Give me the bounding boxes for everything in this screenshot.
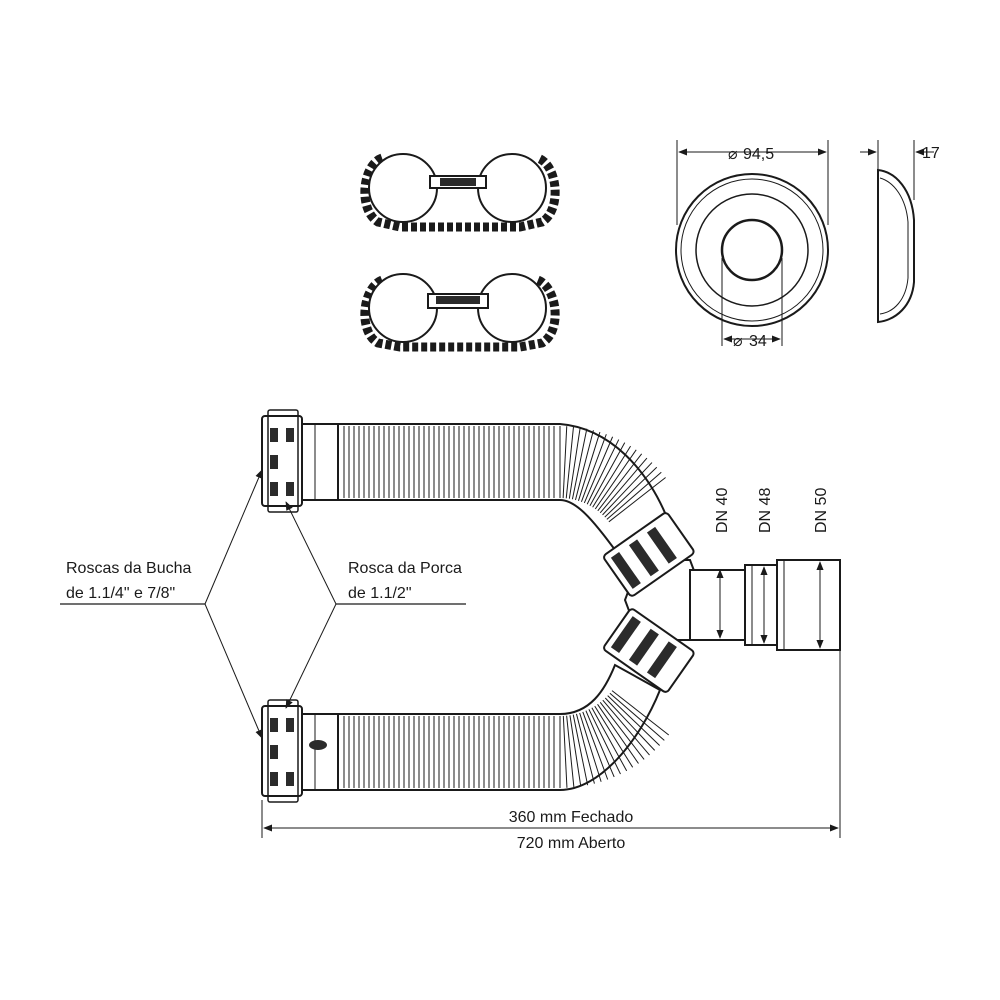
nut-thread-callout: Rosca da Porca de 1.1/2"	[285, 501, 466, 709]
hose-rib	[585, 710, 615, 778]
hose-rib	[604, 466, 658, 518]
bushing-callout-line1: Roscas da Bucha	[66, 560, 192, 577]
dn48-label: DN 48	[757, 488, 774, 533]
hose-rib	[602, 462, 653, 516]
hose-rib	[611, 690, 670, 736]
hose-rib	[599, 702, 645, 760]
outer-diameter-dimension: ⌀ 94,5	[676, 140, 829, 225]
hose-rib	[592, 445, 631, 508]
hose-rib	[568, 427, 581, 499]
hose-rib	[607, 695, 660, 746]
outer-diameter-label: 94,5	[743, 146, 774, 163]
hose-rib	[574, 430, 594, 501]
hose-rib	[588, 709, 621, 775]
hose-rib	[594, 449, 637, 510]
hose-rib	[583, 436, 614, 504]
siphon-assembly	[261, 409, 841, 803]
inner-diameter-dimension: ⌀ 34	[721, 258, 783, 350]
hose-rib	[597, 703, 639, 764]
double-pipe-clip-top	[360, 153, 560, 232]
nut-callout-line2: de 1.1/2"	[348, 585, 412, 602]
hose-rib	[569, 715, 582, 787]
hose-rib	[597, 453, 643, 512]
lower-hose-ribs	[343, 690, 670, 788]
hose-rib	[586, 439, 620, 505]
hose-rib	[562, 715, 568, 788]
hose-rib	[579, 712, 602, 782]
hose-rib	[608, 477, 666, 523]
escutcheon-front-view	[675, 173, 829, 327]
dn-dimensions: DN 40 DN 48 DN 50	[714, 488, 830, 649]
upper-bushing-nut	[261, 409, 339, 513]
diameter-symbol: ⌀	[733, 333, 743, 350]
hose-rib	[575, 713, 595, 784]
escutcheon-side-view: 17	[860, 140, 940, 324]
hose-rib	[602, 699, 650, 756]
nut-callout-line1: Rosca da Porca	[348, 560, 462, 577]
hose-rib	[589, 442, 626, 506]
inner-diameter-label: 34	[749, 333, 767, 350]
length-open-label: 720 mm Aberto	[517, 835, 626, 852]
hose-rib	[565, 426, 574, 499]
overall-length-dimension: 360 mm Fechado 720 mm Aberto	[261, 650, 841, 852]
hose-rib	[604, 697, 656, 751]
diameter-symbol: ⌀	[728, 146, 738, 163]
lower-bushing-nut	[261, 699, 339, 803]
upper-hose-ribs	[343, 426, 666, 523]
upper-union-nut	[603, 512, 695, 597]
bushing-thread-callout: Roscas da Bucha de 1.1/4" e 7/8"	[60, 469, 263, 739]
length-closed-label: 360 mm Fechado	[509, 809, 634, 826]
dn40-label: DN 40	[714, 488, 731, 533]
hose-rib	[591, 707, 628, 772]
hose-rib	[566, 715, 575, 788]
hose-rib	[609, 692, 665, 741]
bushing-callout-line2: de 1.1/4" e 7/8"	[66, 585, 175, 602]
depth-label: 17	[922, 145, 940, 162]
hose-rib	[562, 426, 568, 499]
double-pipe-clip-bottom	[360, 273, 560, 352]
hose-rib	[582, 711, 609, 780]
hose-rib	[580, 434, 607, 502]
dn50-label: DN 50	[813, 488, 830, 533]
hose-rib	[571, 428, 588, 500]
lower-union-nut	[603, 608, 695, 693]
hose-rib	[606, 471, 662, 520]
hose-rib	[594, 705, 634, 768]
hose-rib	[572, 714, 589, 786]
hose-rib	[599, 457, 648, 514]
hose-rib	[577, 431, 601, 501]
stepped-outlet	[689, 559, 841, 651]
